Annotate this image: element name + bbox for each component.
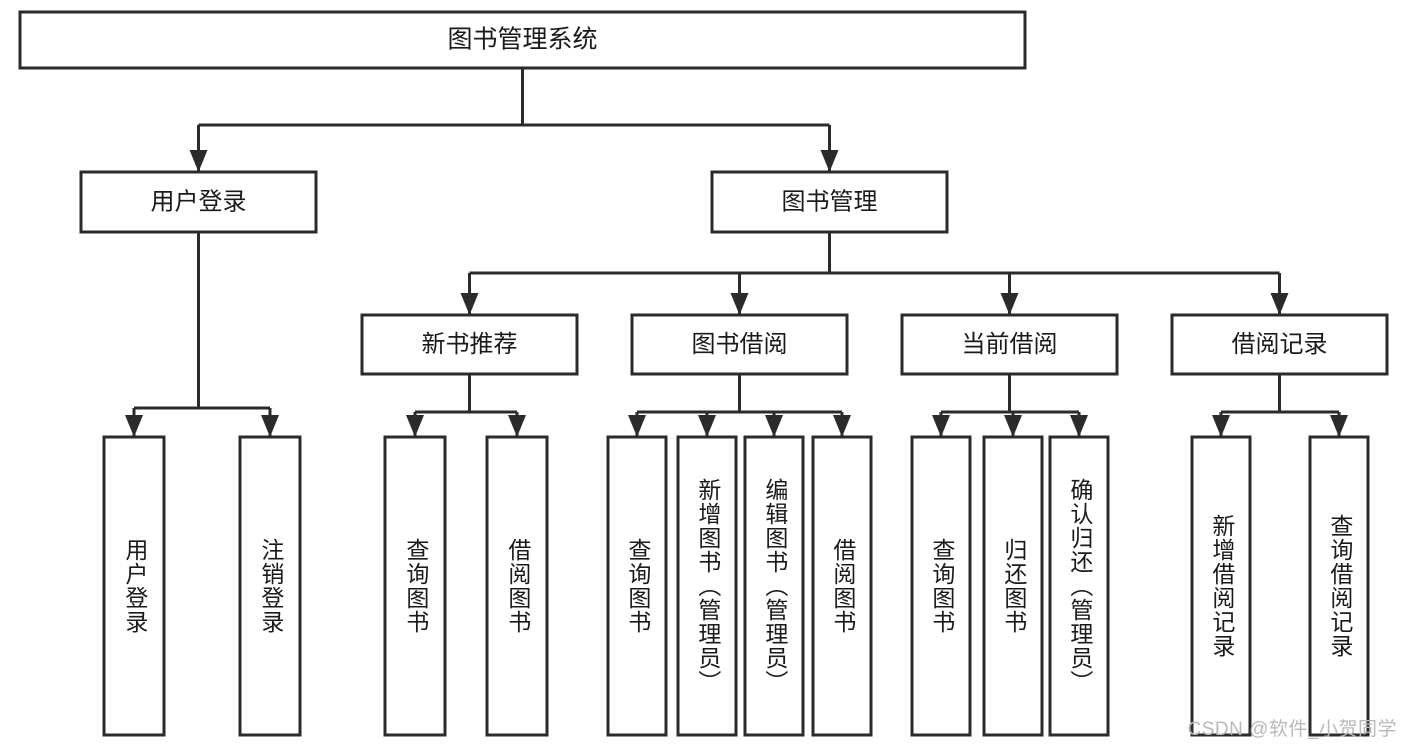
arrow-head-icon: [125, 415, 143, 437]
arrow-head-icon: [765, 415, 783, 437]
node-box-borrow-record[interactable]: [1170, 313, 1389, 376]
arrow-head-icon: [261, 415, 279, 437]
node-box-leaf-borrow-books-recommend[interactable]: [485, 435, 549, 737]
node-box-leaf-query-books-recommend[interactable]: [383, 435, 447, 737]
connectors-layer: [125, 68, 1348, 437]
arrow-head-icon: [628, 415, 646, 437]
arrow-head-icon: [1000, 293, 1019, 315]
arrow-head-icon: [1330, 415, 1348, 437]
arrow-head-icon: [730, 293, 749, 315]
node-label-borrow-record: 借阅记录: [1232, 331, 1328, 358]
node-box-leaf-edit-book-admin[interactable]: [743, 435, 805, 737]
arrow-head-icon: [820, 150, 839, 172]
node-box-leaf-query-borrow-record[interactable]: [1308, 435, 1370, 737]
node-box-leaf-user-login[interactable]: [102, 435, 166, 737]
node-label-book-management: 图书管理: [782, 188, 878, 215]
node-label-user-login: 用户登录: [151, 188, 247, 215]
node-box-leaf-query-books-borrow[interactable]: [606, 435, 668, 737]
node-box-book-management[interactable]: [710, 170, 949, 234]
arrow-head-icon: [1212, 415, 1230, 437]
node-box-new-book-recommend[interactable]: [360, 313, 579, 376]
arrow-head-icon: [508, 415, 526, 437]
arrow-head-icon: [1070, 415, 1088, 437]
node-box-root[interactable]: [18, 10, 1027, 70]
node-box-leaf-add-book-admin[interactable]: [676, 435, 738, 737]
node-box-leaf-logout[interactable]: [238, 435, 302, 737]
node-box-leaf-borrow-books-borrow[interactable]: [811, 435, 873, 737]
boxes-layer: [18, 10, 1389, 737]
arrow-head-icon: [1270, 293, 1289, 315]
node-label-root: 图书管理系统: [447, 26, 597, 54]
arrow-head-icon: [698, 415, 716, 437]
node-box-book-borrow[interactable]: [630, 313, 849, 376]
arrow-head-icon: [460, 293, 479, 315]
arrow-head-icon: [932, 415, 950, 437]
node-label-book-borrow: 图书借阅: [692, 331, 788, 358]
csdn-watermark: CSDN @软件_小贺同学: [1187, 719, 1397, 740]
arrow-head-icon: [189, 150, 208, 172]
node-label-new-book-recommend: 新书推荐: [422, 331, 518, 358]
node-box-user-login[interactable]: [79, 170, 318, 234]
node-box-leaf-query-books-current[interactable]: [910, 435, 972, 737]
arrow-head-icon: [1004, 415, 1022, 437]
arrow-head-icon: [406, 415, 424, 437]
node-box-leaf-add-borrow-record[interactable]: [1190, 435, 1252, 737]
node-box-current-borrow[interactable]: [900, 313, 1119, 376]
node-box-leaf-return-books[interactable]: [982, 435, 1044, 737]
node-label-current-borrow: 当前借阅: [962, 331, 1058, 358]
arrow-head-icon: [833, 415, 851, 437]
node-box-leaf-confirm-return-admin[interactable]: [1048, 435, 1110, 737]
